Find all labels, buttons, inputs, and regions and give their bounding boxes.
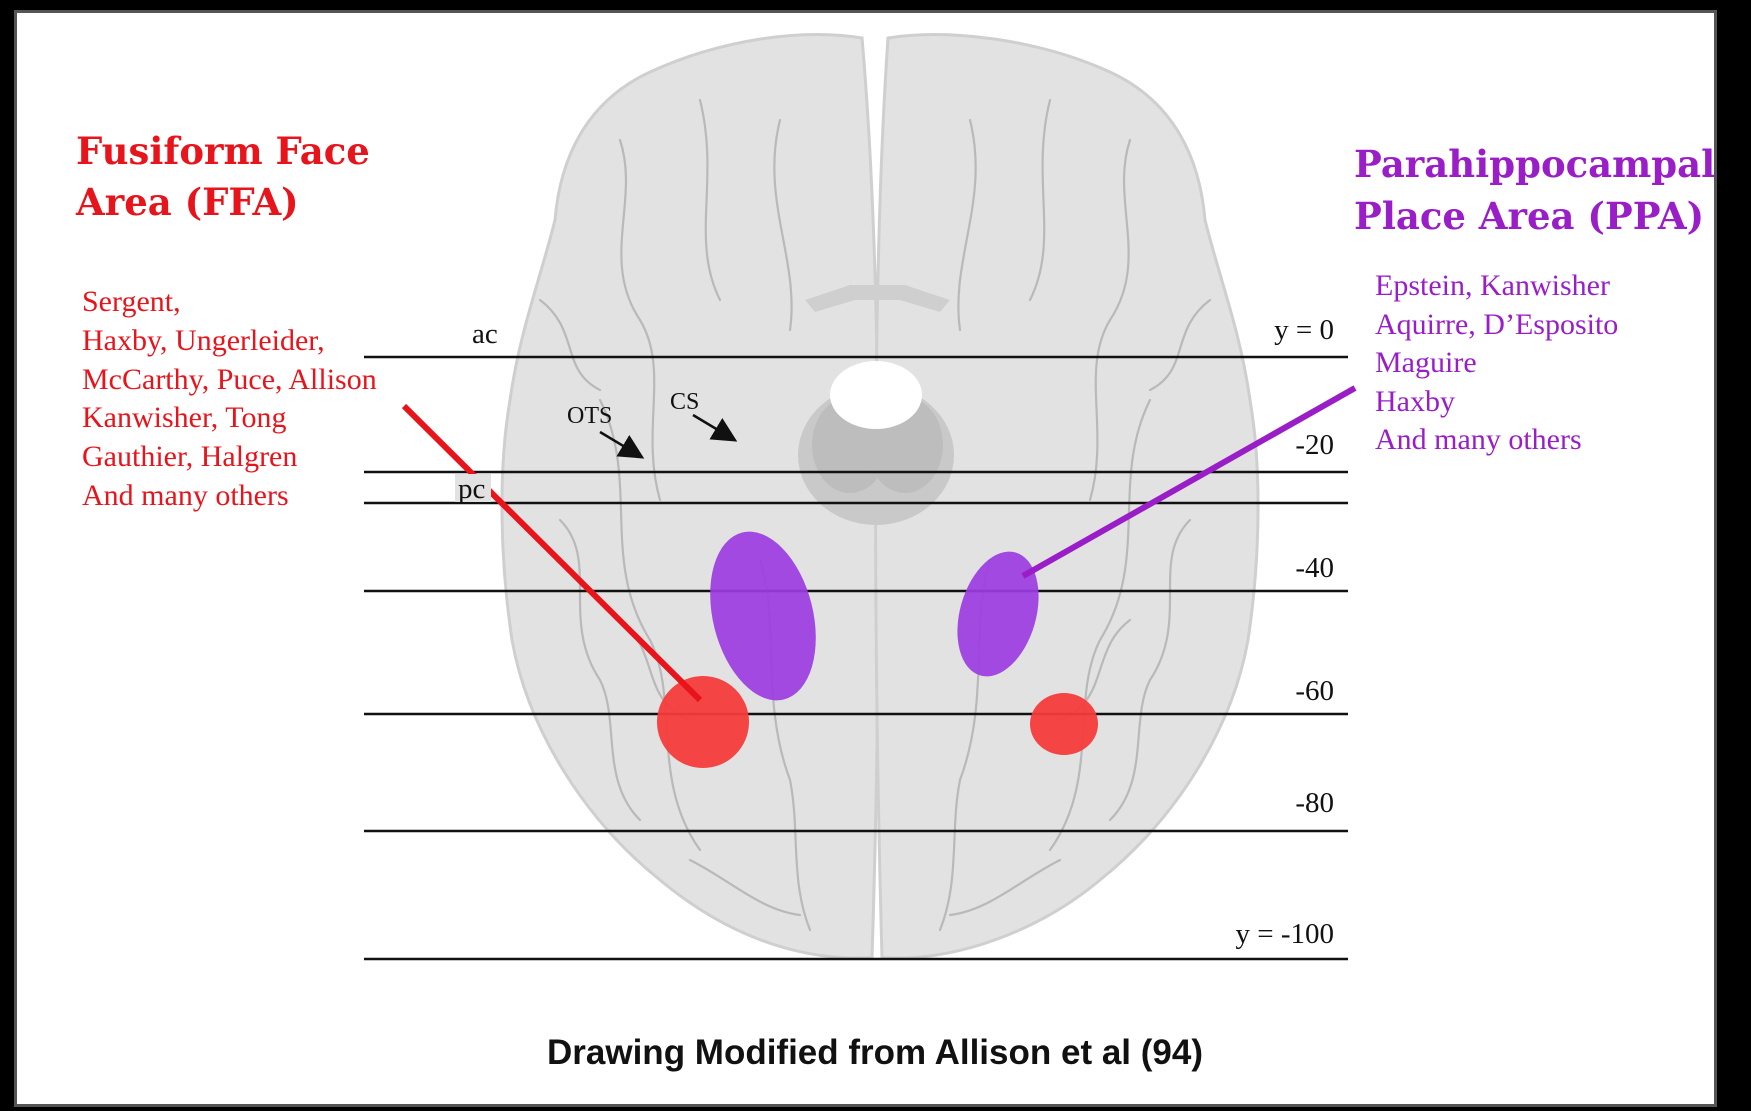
ffa-author-item: Gauthier, Halgren [82,440,297,473]
ppa-author-item: Maguire [1375,346,1477,379]
ffa-title-line1: Fusiform Face [76,129,370,173]
ffa-title-line2: Area (FFA) [75,180,299,224]
ots-label: OTS [567,403,612,429]
brain-illustration [502,35,1258,959]
ffa-author-item: McCarthy, Puce, Allison [82,363,377,396]
ppa-author-item: Aquirre, D’Esposito [1375,308,1618,341]
pc-label: pc [458,473,485,505]
y-label-80: -80 [1295,787,1334,819]
y-label-20: -20 [1295,429,1334,461]
ppa-author-item: Haxby [1375,385,1455,418]
ac-label: ac [472,318,498,350]
ppa-title-line1: Parahippocampal [1354,142,1715,186]
ffa-region-right [1030,693,1098,755]
ppa-author-item: Epstein, Kanwisher [1375,269,1610,302]
ffa-author-item: Sergent, [82,285,181,318]
cs-label: CS [670,389,699,415]
ppa-author-item: And many others [1375,423,1582,456]
ffa-region-left [657,676,749,768]
ffa-author-list: Sergent, Haxby, Ungerleider, McCarthy, P… [82,285,377,512]
y-label-0: y = 0 [1274,314,1334,346]
ffa-author-item: And many others [82,479,289,512]
ffa-author-item: Haxby, Ungerleider, [82,324,325,357]
ffa-author-item: Kanwisher, Tong [82,401,286,434]
y-label-60: -60 [1295,675,1334,707]
ppa-title-line2: Place Area (PPA) [1354,194,1704,238]
figure-caption: Drawing Modified from Allison et al (94) [547,1033,1203,1072]
y-label-100: y = -100 [1235,918,1334,950]
ppa-author-list: Epstein, Kanwisher Aquirre, D’Esposito M… [1375,269,1618,456]
y-label-40: -40 [1295,552,1334,584]
pons-white [830,361,922,429]
